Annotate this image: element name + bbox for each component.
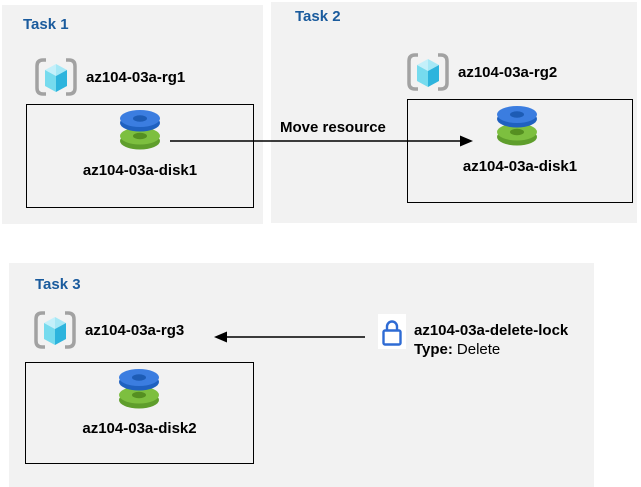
lock-name: az104-03a-delete-lock	[414, 322, 569, 339]
task1-resource-group-label: az104-03a-rg1	[86, 68, 186, 86]
task1-panel: Task 1 az104-03a-rg1 az104-03a-disk1	[2, 5, 263, 224]
task1-title: Task 1	[23, 16, 69, 33]
disk-icon	[497, 106, 537, 146]
task2-resource-group-label: az104-03a-rg2	[458, 63, 558, 81]
task2-resource-label: az104-03a-disk1	[462, 158, 578, 175]
resource-group-icon	[407, 53, 449, 91]
task3-panel: Task 3 az104-03a-rg3 az104-03a-disk2	[9, 263, 594, 487]
task2-resource-box	[407, 99, 633, 203]
task3-resource-group-label: az104-03a-rg3	[85, 321, 185, 339]
resource-group-icon	[35, 58, 77, 96]
lock-type-value: Delete	[456, 341, 501, 358]
task3-resource-label: az104-03a-disk2	[82, 420, 197, 437]
task2-panel: Task 2 az104-03a-rg2 az104-03a-disk1	[271, 2, 637, 223]
disk-icon	[119, 369, 159, 409]
lock-label-block: az104-03a-delete-lock Type:Delete	[414, 321, 568, 359]
lock-type-line: Type:Delete	[414, 340, 568, 359]
disk-icon	[120, 110, 160, 150]
task2-resource-group: az104-03a-rg2	[406, 52, 557, 92]
task1-resource-box	[26, 104, 254, 208]
task2-title: Task 2	[295, 8, 341, 25]
lock-type-label: Type:	[414, 341, 453, 358]
task3-resource-group: az104-03a-rg3	[33, 310, 184, 350]
task1-resource-label: az104-03a-disk1	[82, 162, 198, 179]
move-resource-label: Move resource	[280, 119, 386, 136]
task1-resource-group: az104-03a-rg1	[34, 57, 185, 97]
task3-title: Task 3	[35, 276, 81, 293]
resource-group-icon	[34, 311, 76, 349]
task3-resource-box	[25, 362, 254, 464]
lock-icon	[382, 319, 402, 346]
lock-icon-container	[378, 314, 406, 349]
